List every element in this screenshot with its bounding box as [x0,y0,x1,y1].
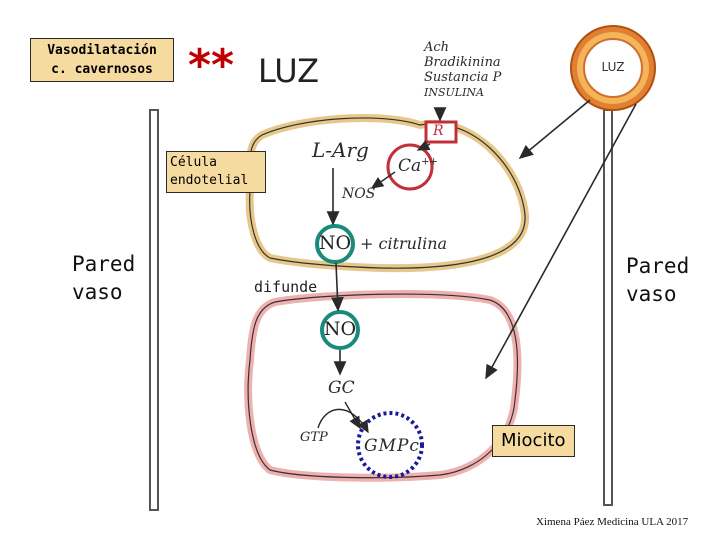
difunde-label: difunde [254,278,318,296]
stars: ** [188,40,235,91]
arrow-receptor-to-ca [416,139,431,151]
agonist-insulina: INSULINA [424,86,484,99]
receptor-label: R [433,123,444,139]
agonist-bradikinina: Bradikinina [424,55,501,70]
lumen-badge-text: LUZ [601,60,625,74]
gc-label: GC [328,378,355,398]
right-vessel-wall [603,109,613,506]
vasodilation-label: Vasodilatación c. cavernosos [30,38,174,82]
endothelial-line1: Célula [170,155,217,170]
l-arg-label: L-Arg [312,138,369,162]
gtp-label: GTP [300,430,328,445]
wall-left-line2: vaso [72,280,123,304]
endothelial-cell-label: Célula endotelial [166,151,266,193]
calcium-symbol: Ca [398,156,422,176]
no-label-myocyte: NO [323,318,357,340]
calcium-charge: ++ [421,156,438,168]
no-circle-myocyte [320,310,360,350]
agonists-list: Ach Bradikinina Sustancia P INSULINA [424,40,534,100]
arrow-no-diffuses [331,262,344,312]
arrow-ca-to-nos [370,171,396,189]
nos-label: NOS [342,186,376,202]
gmpc-label: GMPc [364,436,420,456]
arrow-gc-to-gmpc [344,401,361,430]
arrow-gtp-to-gmpc [317,408,369,434]
credit-text: Ximena Páez Medicina ULA 2017 [536,516,689,528]
wall-right-line1: Pared [626,254,690,278]
no-label-endothelial: NO [318,232,352,254]
vasodilation-line2: c. cavernosos [51,62,153,77]
agonist-ach: Ach [424,40,450,55]
no-circle-endothelial [315,224,355,264]
calcium-circle [386,143,434,191]
gmpc-circle [356,411,424,479]
arrow-badge-to-myocyte [485,103,637,380]
left-vessel-wall [149,109,159,511]
arrow-badge-to-endothelium [518,99,591,160]
wall-right-line2: vaso [626,282,677,306]
calcium-label: Ca++ [398,156,438,176]
myocyte-label: Miocito [492,425,575,457]
wall-left-label: Pared vaso [72,250,135,306]
receptor-box [424,120,458,144]
wall-left-line1: Pared [72,252,136,276]
plus-citrulina-label: + citrulina [360,234,448,253]
lumen-label: LUZ [258,52,320,90]
endothelial-line2: endotelial [170,173,249,188]
wall-right-label: Pared vaso [626,252,689,308]
agonist-sustancia-p: Sustancia P [424,70,502,85]
vasodilation-line1: Vasodilatación [47,43,157,58]
